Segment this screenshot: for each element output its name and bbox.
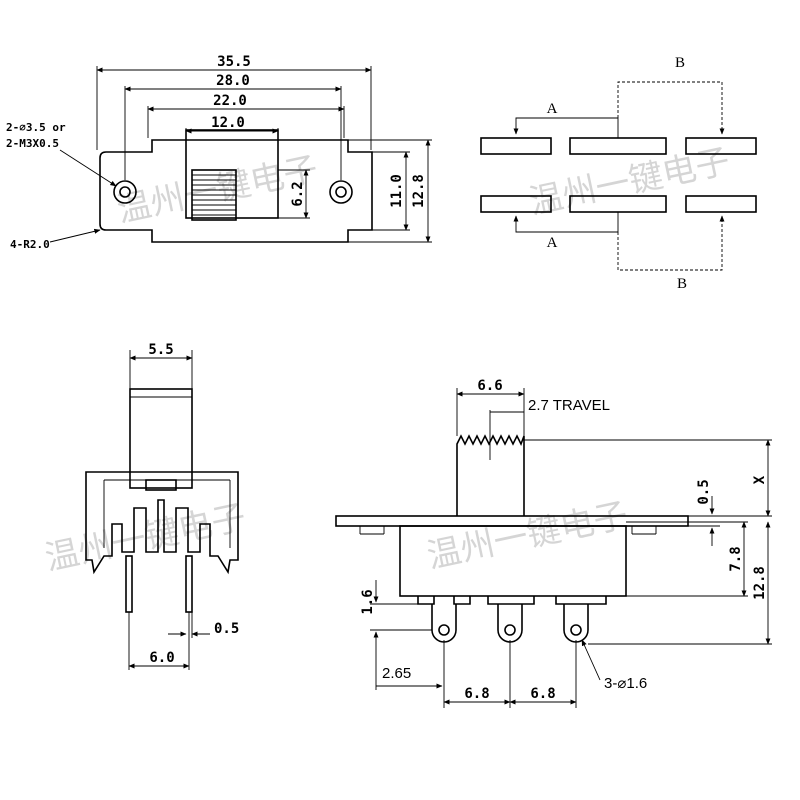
contact-top-left: [480, 137, 552, 155]
hole-note-line2: 2-M3X0.5: [6, 137, 59, 150]
dim-pin-offset: 1.6: [360, 589, 376, 614]
top-view: 35.5 28.0 22.0 12.0 6.2 11.0 12.8 2-⌀3.5…: [6, 54, 432, 251]
dim-overall-height: 12.8: [411, 174, 427, 208]
dim-knob-width: 12.0: [211, 115, 245, 131]
dim-overall-width: 35.5: [217, 54, 251, 70]
dim-pin-pitch-1: 6.8: [464, 686, 489, 702]
radius-leader: [49, 228, 101, 243]
mounting-plate-outline: [99, 139, 373, 243]
frame-outline: [85, 471, 239, 575]
dim-plate-thickness: 0.5: [696, 479, 712, 504]
contact-bottom-left: [480, 195, 552, 213]
hole-leader: [59, 149, 117, 187]
dim-pin-pitch-2: 6.8: [530, 686, 555, 702]
pin-left: [125, 555, 133, 613]
switch-body-side: [399, 525, 627, 597]
terminal-base: [417, 596, 607, 605]
pin-right: [185, 555, 193, 613]
mounting-hole-right: [329, 180, 353, 204]
terminal-pin-3: [563, 604, 589, 643]
knob-ridges: [192, 174, 236, 216]
dim-x: X: [752, 475, 768, 484]
radius-note: 4-R2.0: [10, 238, 50, 251]
dim-pin-pitch: 6.0: [149, 650, 174, 666]
hole-note-line1: 2-⌀3.5 or: [6, 121, 66, 134]
side-view: 6.6 2.7 TRAVEL 0.5 X 7.8 12.8 1.6 2.65 6: [335, 378, 772, 708]
dim-body-height: 7.8: [728, 546, 744, 571]
dim-knob-height: 6.2: [290, 181, 306, 206]
pin-hole-note: 3-⌀1.6: [604, 675, 647, 692]
dim-actuator-width: 5.5: [148, 342, 173, 358]
terminal-pin-2: [497, 604, 523, 643]
contact-top-middle: [569, 137, 667, 155]
contact-top-right: [685, 137, 757, 155]
label-a-bottom: A: [547, 235, 558, 251]
actuator: [129, 388, 193, 489]
dim-total-height: 12.8: [752, 566, 768, 600]
actuator-side: [456, 434, 525, 516]
travel-note: 2.7 TRAVEL: [528, 397, 610, 414]
pin-hole-leader: [581, 639, 601, 681]
front-view: 5.5 6.0 0.5: [85, 342, 239, 670]
dim-pin-thickness: 0.5: [214, 621, 239, 637]
circuit-diagram: A B A B: [480, 55, 757, 292]
dim-first-pin: 2.65: [382, 665, 411, 682]
dim-body-width: 22.0: [213, 93, 247, 109]
label-b-top: B: [675, 55, 685, 71]
dim-body-height: 11.0: [389, 174, 405, 208]
label-b-bottom: B: [677, 276, 687, 292]
dim-hole-pitch: 28.0: [216, 73, 250, 89]
label-a-top: A: [547, 101, 558, 117]
contact-bottom-right: [685, 195, 757, 213]
mounting-hole-left: [113, 180, 137, 204]
watermark-4: 温州一键电子: [424, 495, 632, 577]
dim-actuator-width-side: 6.6: [477, 378, 502, 394]
terminal-pin-1: [431, 604, 457, 643]
